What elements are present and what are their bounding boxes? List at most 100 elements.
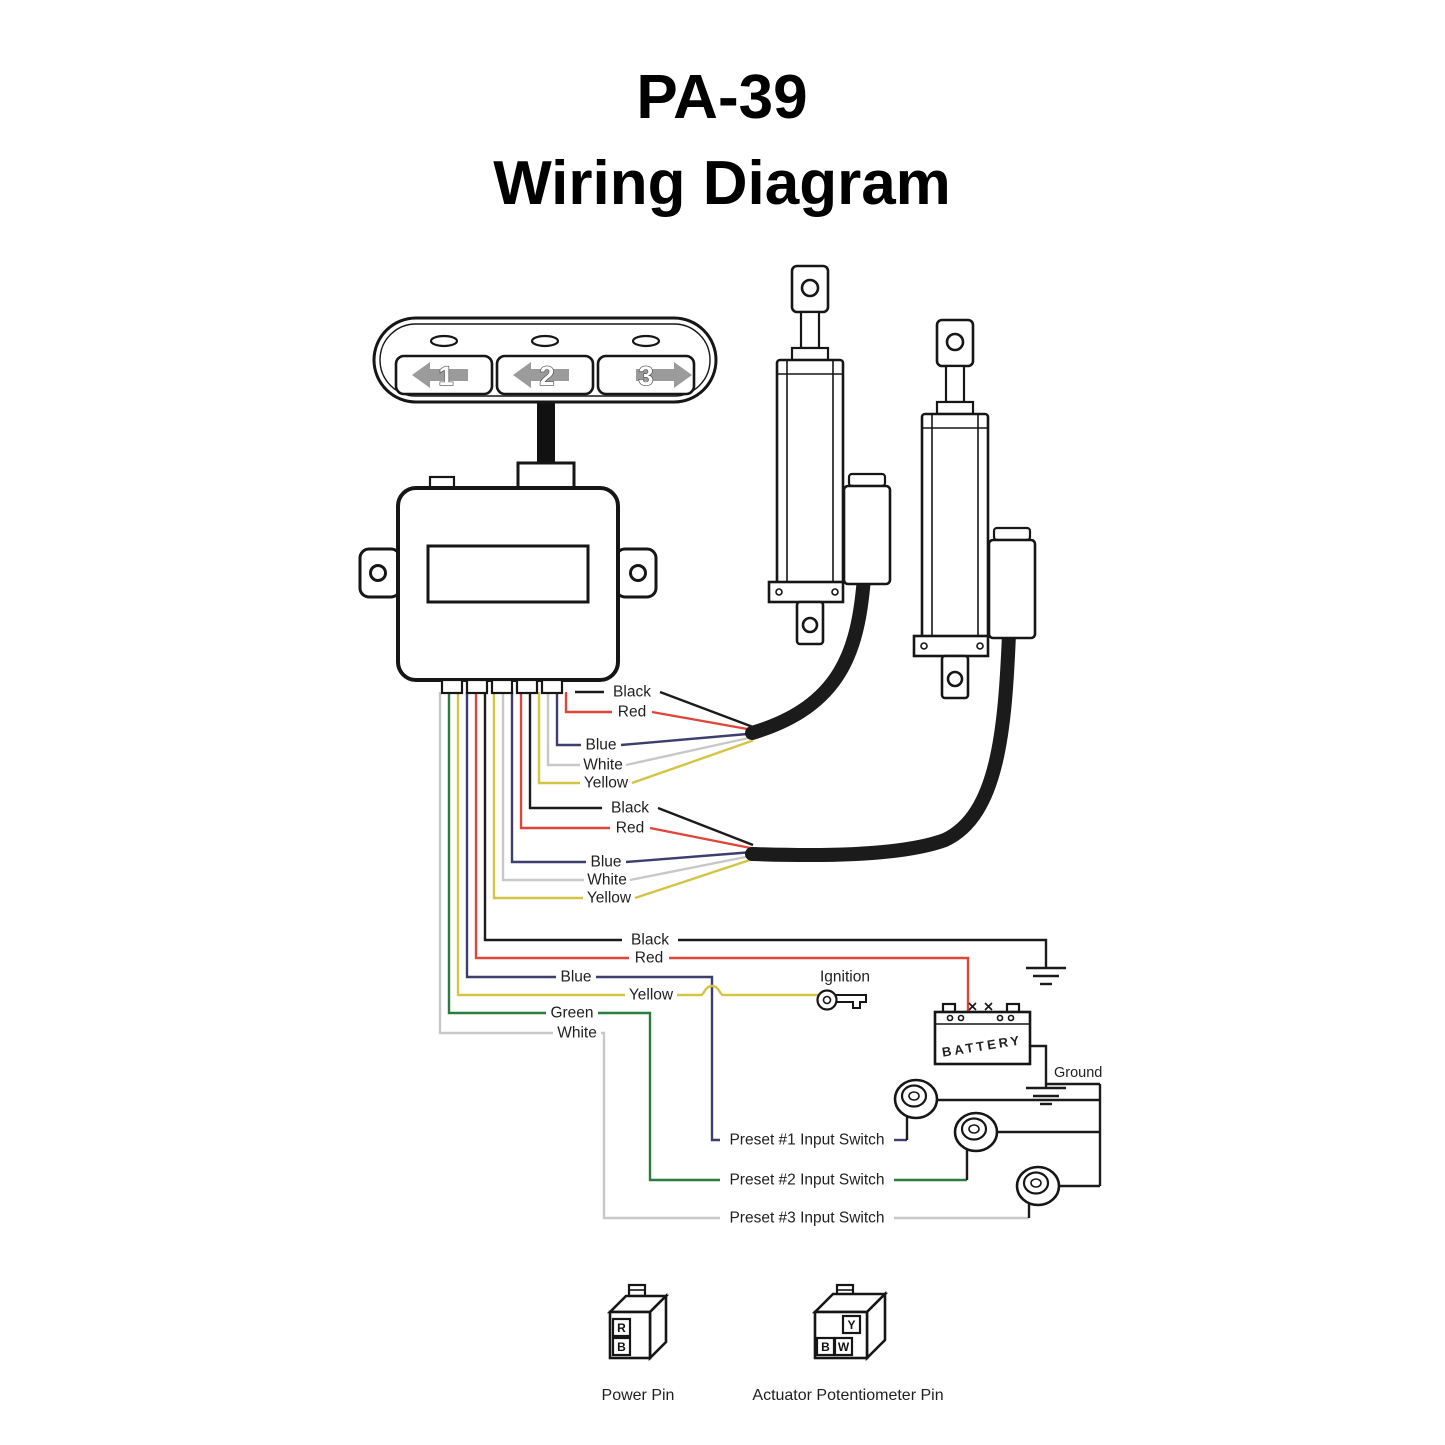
wire-group1-blue: [555, 692, 754, 747]
actuator2-clevis-hole: [945, 332, 965, 352]
preset-switches: [893, 1078, 1061, 1207]
wire-segment: [629, 854, 754, 882]
wire-power-blue: [465, 692, 907, 1142]
preset-switch-2[interactable]: [953, 1111, 999, 1153]
wire-segment: [631, 739, 754, 785]
control-box-pin: [540, 678, 564, 695]
actuator1-body-lines: [777, 360, 843, 584]
preset2-label: Preset #2 Input Switch: [729, 1172, 884, 1189]
key-blade: [835, 994, 867, 1009]
wire-segment: [492, 692, 583, 900]
pushbutton-center: [908, 1091, 920, 1101]
actuator2-cable: [745, 627, 1016, 863]
wire-segment: [447, 692, 546, 1015]
preset3-label: Preset #3 Input Switch: [729, 1210, 884, 1227]
wire-group2-white: [501, 692, 754, 882]
pin-slot: [841, 1314, 862, 1335]
actuator2-motor: [987, 538, 1037, 640]
actuator1-motor-cap: [847, 472, 887, 488]
wire-label: Red: [616, 820, 644, 837]
wire-segment: [537, 692, 580, 785]
actuator1-clevis-hole: [800, 278, 820, 298]
wire-power-green: [447, 692, 967, 1182]
wire-labels-power: Black Red Blue Yellow Green White: [550, 932, 673, 1042]
preset-switch-1[interactable]: [893, 1078, 939, 1120]
wire-label: Black: [631, 932, 669, 949]
wire-segment: [649, 826, 754, 850]
wire-group2-blue: [510, 692, 754, 864]
wire-segment: [501, 692, 584, 882]
actuator2-base-hole: [946, 670, 964, 688]
wire-segment: [677, 984, 818, 997]
wire-label: Blue: [585, 737, 616, 754]
preset-switch-3[interactable]: [1015, 1165, 1061, 1207]
wire-segment: [659, 690, 754, 729]
actuator1-flange-bolt: [775, 588, 783, 596]
wire-segment: [625, 850, 754, 864]
control-box-assembly: [358, 402, 658, 695]
power-pin-label: Power Pin: [602, 1387, 675, 1404]
battery-cap: [996, 1014, 1004, 1022]
control-box-pin: [490, 678, 514, 695]
ignition: Ignition: [816, 969, 870, 1011]
actuator1-motor: [842, 484, 892, 586]
wire-power-black: [483, 692, 1048, 968]
wire-power-red: [474, 692, 970, 1012]
wire-segment: [651, 710, 754, 732]
wire-labels-group2: Black Red Blue White Yellow: [587, 800, 649, 907]
wire-label: Blue: [590, 854, 621, 871]
battery-cap: [946, 1014, 954, 1022]
button2-number: 2: [539, 361, 554, 391]
control-box-pin: [515, 678, 539, 695]
pushbutton-inner: [1022, 1171, 1050, 1195]
pin-slot: [833, 1336, 854, 1357]
wire-segment: [438, 692, 553, 1035]
wire-group2-red: [519, 692, 754, 850]
wire-segment: [596, 975, 720, 1142]
actuator2-body-lines: [922, 414, 988, 638]
wire-label: Yellow: [587, 890, 632, 907]
wire-label: Red: [618, 704, 646, 721]
key-head-hole: [822, 995, 832, 1005]
control-box-right-ear-hole: [629, 564, 647, 582]
wire-group1-yellow: [537, 692, 754, 785]
pushbutton-inner: [900, 1084, 928, 1108]
switch3-indicator: [631, 334, 661, 348]
ground-symbol-top: [1026, 966, 1066, 986]
wire-power-yellow: [456, 692, 818, 997]
wire-segment: [625, 735, 754, 767]
wire-power-white: [438, 692, 1029, 1220]
wire-segment: [601, 1031, 720, 1220]
pot-pin-label: Actuator Potentiometer Pin: [752, 1387, 943, 1404]
switch1-indicator: [429, 334, 459, 348]
wire-label: Red: [635, 950, 663, 967]
pin-letter-w: W: [838, 1340, 850, 1354]
wire-label: White: [557, 1025, 597, 1042]
wire-segment: [657, 806, 754, 847]
wire-label: Black: [611, 800, 649, 817]
wire-label: Yellow: [629, 987, 674, 1004]
switch-cable: [537, 402, 555, 464]
wire-label: White: [583, 757, 623, 774]
right-arrow-icon: [636, 362, 692, 388]
wire-label: Black: [613, 684, 651, 701]
control-box-left-ear-hole: [369, 564, 387, 582]
wire-segment: [510, 692, 586, 864]
button3-number: 3: [638, 361, 653, 391]
wire-segment: [555, 692, 581, 747]
actuator-cables: [745, 571, 1016, 863]
actuator-1: [767, 264, 892, 646]
pin-slot: [611, 1317, 632, 1338]
control-box-top-connector: [516, 461, 576, 492]
wire-segment: [474, 692, 629, 960]
page-title-line1: PA-39: [636, 63, 807, 132]
actuator-2: [912, 318, 1037, 700]
actuator2-motor-cap: [992, 526, 1032, 542]
actuator2-flange-bolt: [976, 642, 984, 650]
pushbutton-inner: [960, 1117, 988, 1141]
actuator2-collar: [935, 400, 975, 416]
pin-letter-r: R: [617, 1321, 626, 1335]
wire-segment: [483, 692, 622, 942]
page-title-line2: Wiring Diagram: [493, 149, 951, 218]
